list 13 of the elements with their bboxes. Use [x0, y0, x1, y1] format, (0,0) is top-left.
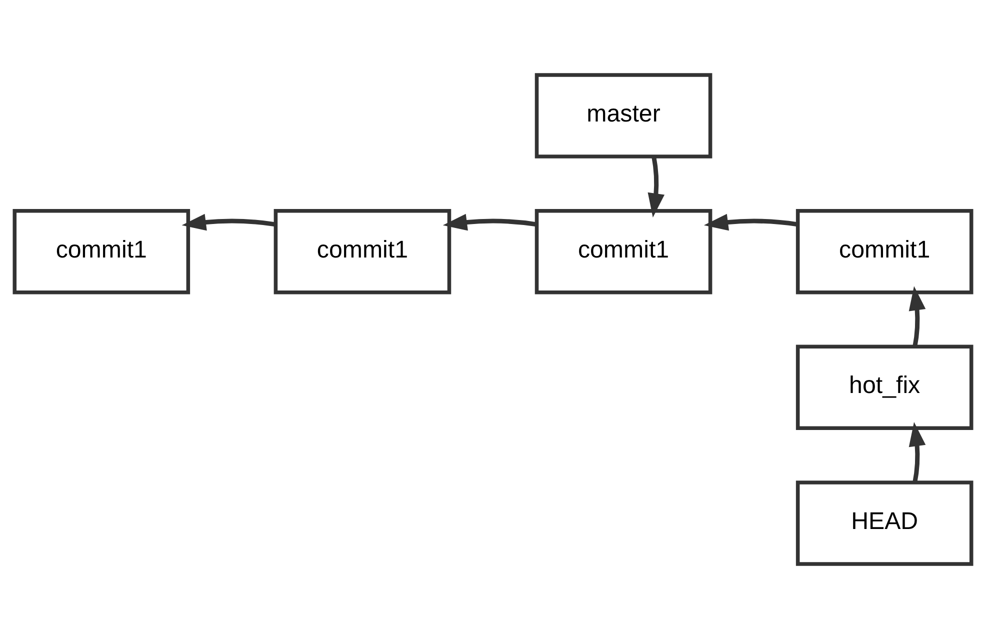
arrow [182, 213, 276, 230]
node-box: commit1 [12, 208, 190, 294]
node-box: master [534, 72, 712, 158]
arrow [908, 286, 926, 346]
node-box: commit1 [534, 208, 712, 294]
arrow [908, 421, 926, 482]
arrow [704, 213, 798, 230]
arrow [648, 156, 665, 218]
node-box: commit1 [796, 208, 974, 294]
arrow [442, 213, 537, 230]
node-box: HEAD [796, 480, 974, 566]
node-box: commit1 [274, 208, 452, 294]
node-box: hot_fix [796, 344, 974, 430]
